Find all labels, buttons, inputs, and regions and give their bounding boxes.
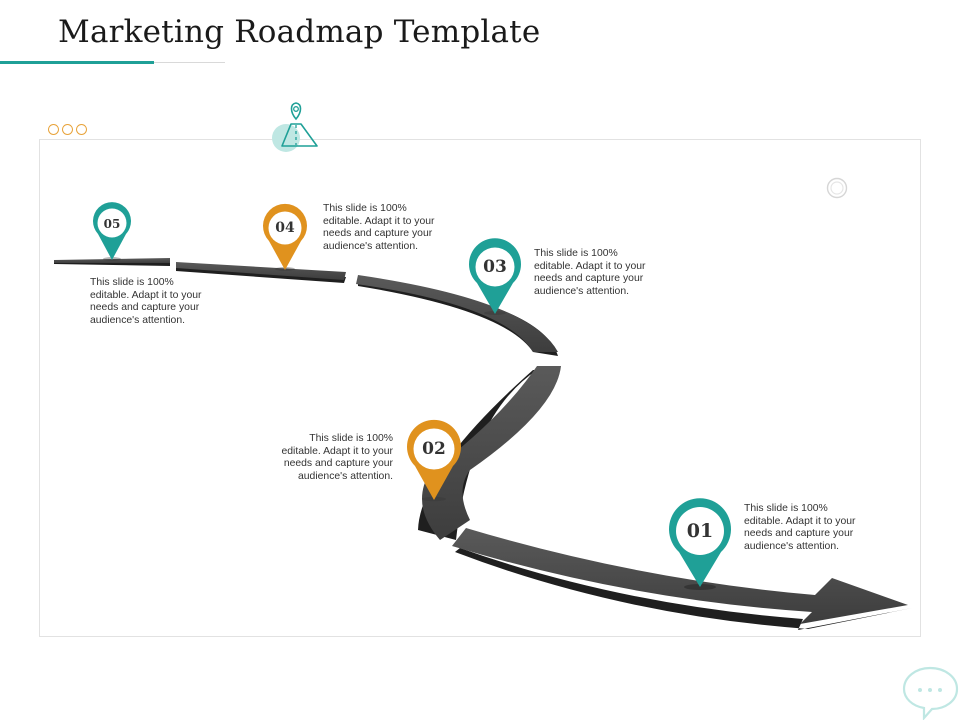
milestone-number: 04 (275, 220, 295, 236)
decorative-dot (62, 124, 73, 135)
milestone-description-03: This slide is 100% editable. Adapt it to… (534, 248, 646, 297)
road-icon (272, 102, 318, 152)
milestone-description-04: This slide is 100% editable. Adapt it to… (323, 203, 435, 252)
title-accent-bar (0, 61, 154, 64)
decorative-dot (76, 124, 87, 135)
milestone-pin-04: 04 (262, 203, 308, 272)
road-segment (54, 258, 170, 263)
decorative-dots (48, 124, 87, 135)
road-segment (422, 366, 561, 540)
milestone-pin-03: 03 (468, 238, 522, 316)
map-pin-icon (469, 238, 521, 315)
milestone-description-02: This slide is 100% editable. Adapt it to… (281, 433, 394, 482)
milestone-number: 03 (483, 257, 507, 277)
road-segment (452, 528, 908, 624)
road-segment (356, 275, 558, 352)
map-pin-icon (263, 203, 307, 271)
road-segment (176, 262, 346, 280)
milestone-pin-05: 05 (92, 202, 132, 262)
milestone-number: 02 (422, 439, 446, 459)
map-pin-icon (669, 498, 731, 590)
map-pin-icon (407, 419, 461, 502)
chat-bubble-icon (902, 666, 959, 720)
milestone-description-05: This slide is 100% editable. Adapt it to… (90, 277, 202, 326)
milestone-pin-01: 01 (668, 498, 732, 591)
milestone-description-01: This slide is 100% editable. Adapt it to… (744, 503, 856, 552)
milestone-number: 05 (103, 217, 121, 231)
decorative-dot (48, 124, 59, 135)
road-surface (54, 258, 908, 624)
decorative-ring (826, 177, 848, 199)
milestone-pin-02: 02 (406, 419, 462, 502)
slide-title: Marketing Roadmap Template (58, 14, 541, 50)
content-frame (39, 139, 921, 637)
map-pin-icon (93, 202, 131, 261)
milestone-number: 01 (686, 520, 714, 542)
